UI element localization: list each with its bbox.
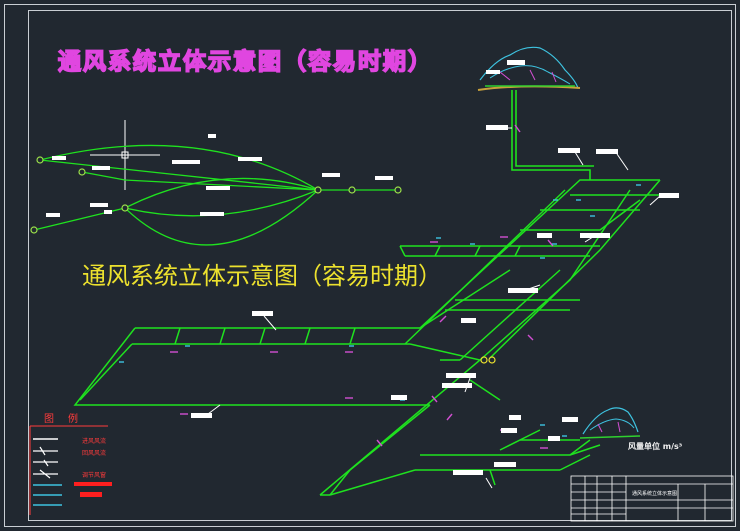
legend-label-return: 回风风流 [82,450,107,457]
diagram-title-magenta: 通风系统立体示意图（容易时期） [57,48,433,76]
legend-label-intake: 进风风流 [82,438,107,445]
label-leader-lines [207,127,661,489]
mountain-terrain-bottom [579,407,641,439]
diagram-title-main: 通风系统立体示意图（容易时期） [82,262,442,290]
drawing-border-inner [28,10,732,521]
fan-station-symbols [480,356,496,364]
legend-symbols [29,425,112,515]
mountain-terrain-top [477,46,581,91]
cad-crosshair-cursor [90,120,160,190]
label-plates [46,60,679,475]
title-block-drawing-name: 通风系统立体示意图 [632,491,678,497]
title-block [570,475,734,522]
legend-title: 图例 [44,414,92,425]
mine-airway-network [73,179,661,496]
drawing-border-outer [4,4,736,527]
main-air-shaft [511,90,594,180]
network-schematic [33,144,398,246]
network-nodes [30,156,402,234]
legend-label-regulator: 调节风窗 [82,472,107,479]
airflow-unit-label: 风量单位 m/s³ [628,442,683,451]
